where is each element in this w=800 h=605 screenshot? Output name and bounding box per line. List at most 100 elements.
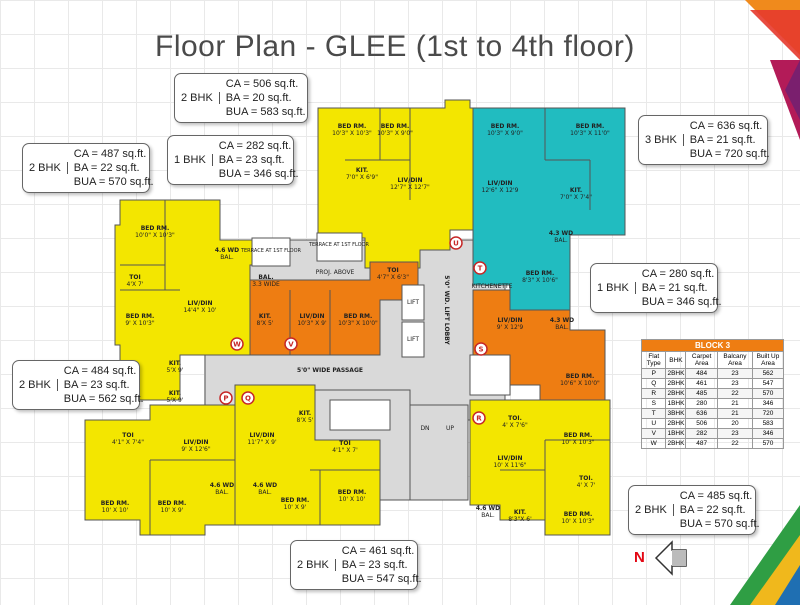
lift-label-1: LIFT bbox=[407, 299, 419, 306]
unit-marker-label: U bbox=[453, 240, 459, 248]
stair-dn-label: DN bbox=[420, 425, 429, 432]
room-name: BED RM. bbox=[526, 270, 555, 277]
stair-core bbox=[407, 404, 469, 501]
room-name: 4.6 WD bbox=[253, 482, 277, 489]
table-header: Flat Type bbox=[640, 351, 667, 369]
room-name: KIT. bbox=[299, 410, 311, 417]
room-name: 4.6 WD bbox=[215, 247, 239, 254]
unit-marker-label: R bbox=[476, 415, 482, 423]
table-cell: 22 bbox=[716, 388, 753, 399]
flat-info-ba: BA = 23 sq.ft. bbox=[341, 559, 408, 571]
page-title: Floor Plan - GLEE (1st to 4th floor) bbox=[155, 30, 635, 63]
room-dimension: 10' X 9' bbox=[284, 504, 307, 511]
room-dimension: 5'X 9' bbox=[167, 367, 184, 374]
table-cell: 720 bbox=[751, 408, 785, 419]
room-name: BED RM. bbox=[338, 123, 367, 130]
room-dimension: 4'1" X 7' bbox=[332, 447, 358, 454]
table-cell: 346 bbox=[751, 428, 785, 439]
unit-marker bbox=[219, 391, 233, 405]
room-dimension: 10'3" X 10'0" bbox=[338, 320, 378, 327]
lift-label-2: LIFT bbox=[407, 336, 419, 343]
room-dimension: 10' X 10'3" bbox=[561, 439, 594, 446]
table-header: BHK bbox=[665, 351, 687, 369]
unit-marker bbox=[284, 337, 298, 351]
room-name: BED RM. bbox=[576, 123, 605, 130]
unit-marker bbox=[473, 261, 487, 275]
room-dimension: 10' X 11'6" bbox=[493, 462, 526, 469]
flat-info-ba: BA = 22 sq.ft. bbox=[73, 162, 140, 174]
table-caption: BLOCK 3 bbox=[641, 339, 784, 352]
room-dimension: 10'3" X 10'3" bbox=[332, 130, 372, 137]
flat-info-bhk: 2 BHK bbox=[635, 504, 674, 516]
room-dimension: 4'X 7' bbox=[127, 281, 144, 288]
north-label: N bbox=[634, 549, 645, 566]
room-dimension: 8'X 5' bbox=[257, 320, 274, 327]
table-cell: S bbox=[640, 398, 667, 409]
flat-info-bhk: 2 BHK bbox=[297, 559, 336, 571]
room-dimension: 4' X 7' bbox=[577, 482, 596, 489]
room-name: BED RM. bbox=[101, 500, 130, 507]
flat-info-mid-center: 1 BHK CA = 282 sq.ft.BA = 23 sq.ft.BUA =… bbox=[167, 135, 299, 185]
unit-marker bbox=[472, 411, 486, 425]
terrace-label-1: TERRACE AT 1ST FLOOR bbox=[240, 248, 302, 254]
flat-info-mid-left: 2 BHK CA = 484 sq.ft.BA = 23 sq.ft.BUA =… bbox=[12, 360, 144, 410]
flat-info-bhk: 3 BHK bbox=[645, 134, 684, 146]
flat-info-top-right: 3 BHK CA = 636 sq.ft.BA = 21 sq.ft.BUA =… bbox=[638, 115, 770, 165]
room-name: BED RM. bbox=[566, 373, 595, 380]
room-name: 4.6 WD bbox=[210, 482, 234, 489]
proj-above-label: PROJ. ABOVE bbox=[316, 269, 355, 276]
flat-info-bua: BUA = 570 sq.ft. bbox=[73, 176, 154, 188]
room-dimension: 10'6" X 10'0" bbox=[560, 380, 600, 387]
flat-info-bua: BUA = 346 sq.ft. bbox=[641, 296, 722, 308]
room-dimension: 10' X 9' bbox=[161, 507, 184, 514]
unit-marker-label: T bbox=[478, 265, 483, 273]
flat-info-mid-right: 1 BHK CA = 280 sq.ft.BA = 21 sq.ft.BUA =… bbox=[590, 263, 722, 313]
room-dimension: 10'3" X 11'0" bbox=[570, 130, 610, 137]
terrace-left bbox=[251, 237, 291, 267]
table-cell: 484 bbox=[685, 368, 718, 379]
table-cell: U bbox=[640, 418, 667, 429]
room-dimension: 8'3" X 10'6" bbox=[522, 277, 558, 284]
table-cell: 22 bbox=[716, 438, 753, 449]
flat-info-ca: CA = 506 sq.ft. bbox=[225, 78, 299, 90]
unit-u bbox=[317, 99, 474, 269]
room-name: TOI bbox=[387, 267, 398, 274]
flat-info-bottom-right: 2 BHK CA = 485 sq.ft.BA = 22 sq.ft.BUA =… bbox=[628, 485, 760, 535]
room-dimension: 12'7" X 12'7" bbox=[390, 184, 430, 191]
flat-info-bua: BUA = 720 sq.ft. bbox=[689, 148, 770, 160]
room-dimension: 9' X 12'9 bbox=[497, 324, 524, 331]
table-cell: 280 bbox=[685, 398, 718, 409]
table-cell: 346 bbox=[751, 398, 785, 409]
flat-info-bua: BUA = 583 sq.ft. bbox=[225, 106, 306, 118]
room-dimension: 12'6" X 12'9 bbox=[482, 187, 519, 194]
room-dimension: 7'0" X 6'9" bbox=[346, 174, 378, 181]
table-header: Balcany Area bbox=[716, 351, 753, 369]
room-name: LIV/DIN bbox=[397, 177, 422, 184]
flat-info-top-left: 2 BHK CA = 487 sq.ft.BA = 22 sq.ft.BUA =… bbox=[22, 143, 154, 193]
room-dimension: 7'0" X 7'4" bbox=[560, 194, 592, 201]
table-cell: 2BHK bbox=[665, 378, 687, 389]
flat-info-bhk: 2 BHK bbox=[181, 92, 220, 104]
room-dimension: 9' X 10'3" bbox=[125, 320, 154, 327]
room-dimension: 9' X 12'6" bbox=[181, 446, 210, 453]
flat-info-bhk: 2 BHK bbox=[29, 162, 68, 174]
flat-info-ca: CA = 280 sq.ft. bbox=[641, 268, 715, 280]
decorative-corner-bottom-right bbox=[730, 505, 800, 605]
table-cell: 506 bbox=[685, 418, 718, 429]
room-dimension: BAL. bbox=[554, 237, 568, 244]
table-cell: 23 bbox=[716, 378, 753, 389]
room-name: 4.3 WD bbox=[549, 230, 573, 237]
flat-info-bua: BUA = 346 sq.ft. bbox=[218, 168, 299, 180]
flat-info-bhk: 1 BHK bbox=[597, 282, 636, 294]
room-dimension: 3.3 WIDE bbox=[252, 281, 280, 288]
terrace-label-2: TERRACE AT 1ST FLOOR bbox=[308, 242, 370, 248]
room-dimension: BAL. bbox=[555, 324, 569, 331]
flat-info-ba: BA = 23 sq.ft. bbox=[218, 154, 285, 166]
flat-info-bua: BUA = 570 sq.ft. bbox=[679, 518, 760, 530]
room-dimension: 14'4" X 10' bbox=[183, 307, 216, 314]
room-name: BED RM. bbox=[338, 489, 367, 496]
